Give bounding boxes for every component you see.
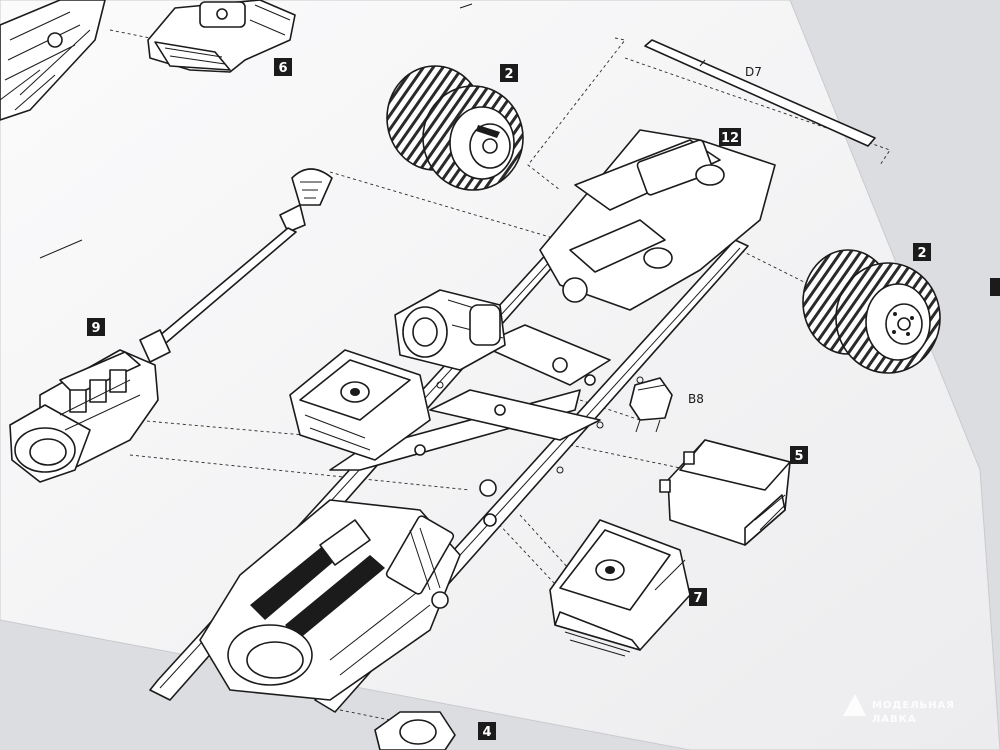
part-6-bracket: [147, 0, 296, 73]
part-label-6: 6: [274, 58, 292, 76]
svg-text:9: 9: [91, 321, 100, 336]
part-label-9: 9: [87, 318, 105, 336]
part-ref-b8: B8: [688, 392, 704, 406]
svg-text:5: 5: [794, 449, 803, 464]
wheel-assembly-right: [802, 249, 941, 374]
part-number-labels: 6 2 12 2 9 5 7 4: [87, 58, 1000, 740]
part-4: [374, 711, 456, 750]
part-label-2-top: 2: [500, 64, 518, 82]
svg-text:4: 4: [482, 725, 491, 740]
part-5-box: [659, 439, 791, 546]
rod-part-d7: [644, 39, 876, 147]
stray-mark-top: [459, 3, 473, 9]
part-b8: [629, 377, 673, 433]
part-9-gearbox: [9, 349, 159, 483]
air-tank-assembly: [394, 289, 506, 371]
part-ref-d7: D7: [745, 65, 762, 79]
part-label-12: 12: [719, 128, 741, 146]
part-label-2-right: 2: [913, 243, 931, 261]
partial-assembly-top-left: [0, 0, 106, 121]
svg-text:2: 2: [917, 246, 926, 261]
engine-block: [199, 479, 497, 701]
part-label-4: 4: [478, 722, 496, 740]
part-7-battery-box: [549, 519, 691, 657]
svg-text:12: 12: [721, 131, 739, 146]
part-reference-labels: D7 B8: [688, 65, 762, 406]
svg-text:6: 6: [278, 61, 287, 76]
part-label-5: 5: [790, 446, 808, 464]
watermark-line-1: МОДЕЛЬНАЯ: [872, 700, 955, 711]
stray-mark: [39, 239, 83, 259]
svg-text:2: 2: [504, 67, 513, 82]
part-label-7: 7: [689, 588, 707, 606]
watermark: МОДЕЛЬНАЯ ЛАВКА: [843, 694, 955, 725]
driveshaft: [139, 168, 333, 363]
svg-text:7: 7: [693, 591, 702, 606]
watermark-logo-icon: [843, 694, 866, 716]
part-label-offscreen: [990, 278, 1000, 296]
watermark-line-2: ЛАВКА: [872, 714, 917, 725]
wheel-assembly-top: [386, 65, 524, 191]
battery-box-left: [289, 349, 431, 461]
